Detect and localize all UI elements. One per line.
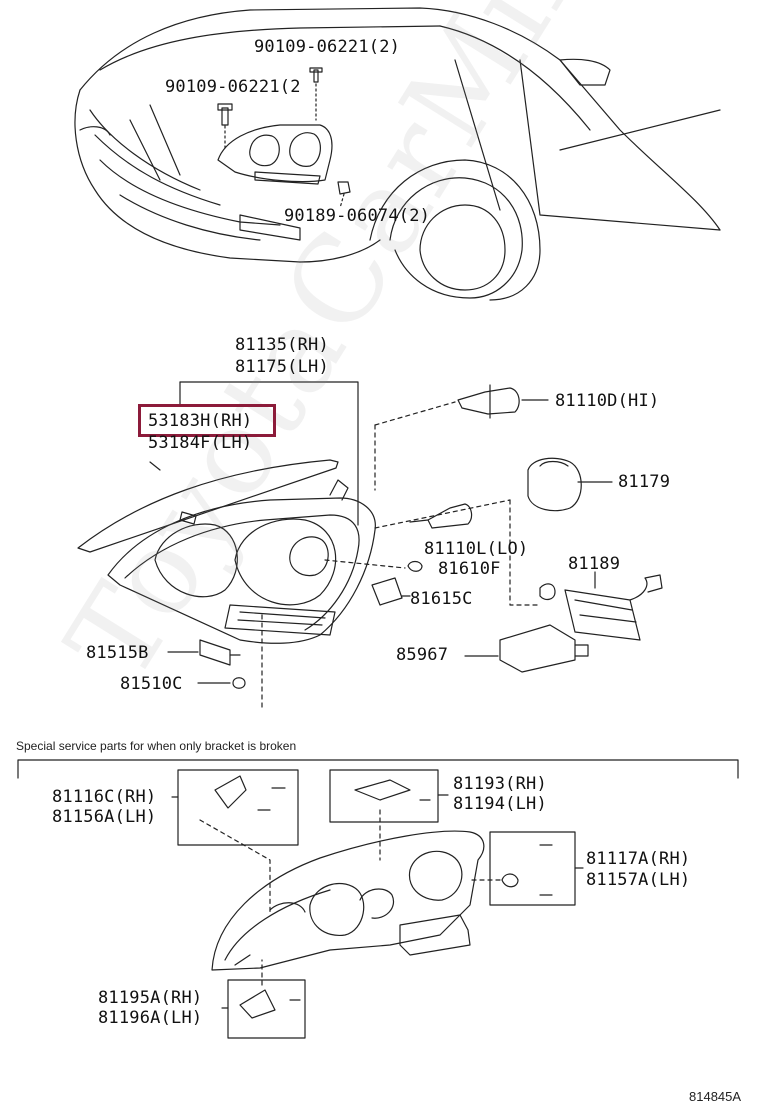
callout-81117a-rh: 81117A(RH) (586, 849, 691, 869)
callout-81515b: 81515B (86, 643, 149, 663)
figure-id: 814845A (689, 1089, 742, 1104)
callout-81196a-lh: 81196A(LH) (98, 1008, 203, 1028)
callout-81110d-hi: 81110D(HI) (555, 391, 660, 411)
callout-81135-rh: 81135(RH) (235, 335, 329, 355)
headlamp-assembly-illustration (77, 381, 663, 711)
callout-81156a-lh: 81156A(LH) (52, 807, 157, 827)
callout-90189-06074: 90189-06074(2) (284, 206, 431, 226)
section-note: Special service parts for when only brac… (16, 739, 297, 753)
callout-81179: 81179 (618, 472, 671, 492)
callout-81610f: 81610F (438, 559, 501, 579)
callout-90109-06221-a: 90109-06221(2) (254, 37, 401, 57)
callout-90109-06221-b: 90109-06221(2 (165, 77, 301, 97)
car-front-illustration (74, 7, 721, 301)
callout-81194-lh: 81194(LH) (453, 794, 547, 814)
callout-81193-rh: 81193(RH) (453, 774, 547, 794)
callout-53184f-lh: 53184F(LH) (148, 433, 253, 453)
headlamp-rear-illustration (171, 769, 584, 1039)
callout-85967: 85967 (396, 645, 449, 665)
callout-81510c: 81510C (120, 674, 183, 694)
callout-81116c-rh: 81116C(RH) (52, 787, 157, 807)
callout-81615c: 81615C (410, 589, 473, 609)
highlight-box (138, 404, 276, 437)
callout-81157a-lh: 81157A(LH) (586, 870, 691, 890)
callout-81189: 81189 (568, 554, 621, 574)
callout-81195a-rh: 81195A(RH) (98, 988, 203, 1008)
callout-81110l-lo: 81110L(LO) (424, 539, 529, 559)
callout-81175-lh: 81175(LH) (235, 357, 329, 377)
callout-53183h-rh: 53183H(RH) (148, 411, 253, 431)
